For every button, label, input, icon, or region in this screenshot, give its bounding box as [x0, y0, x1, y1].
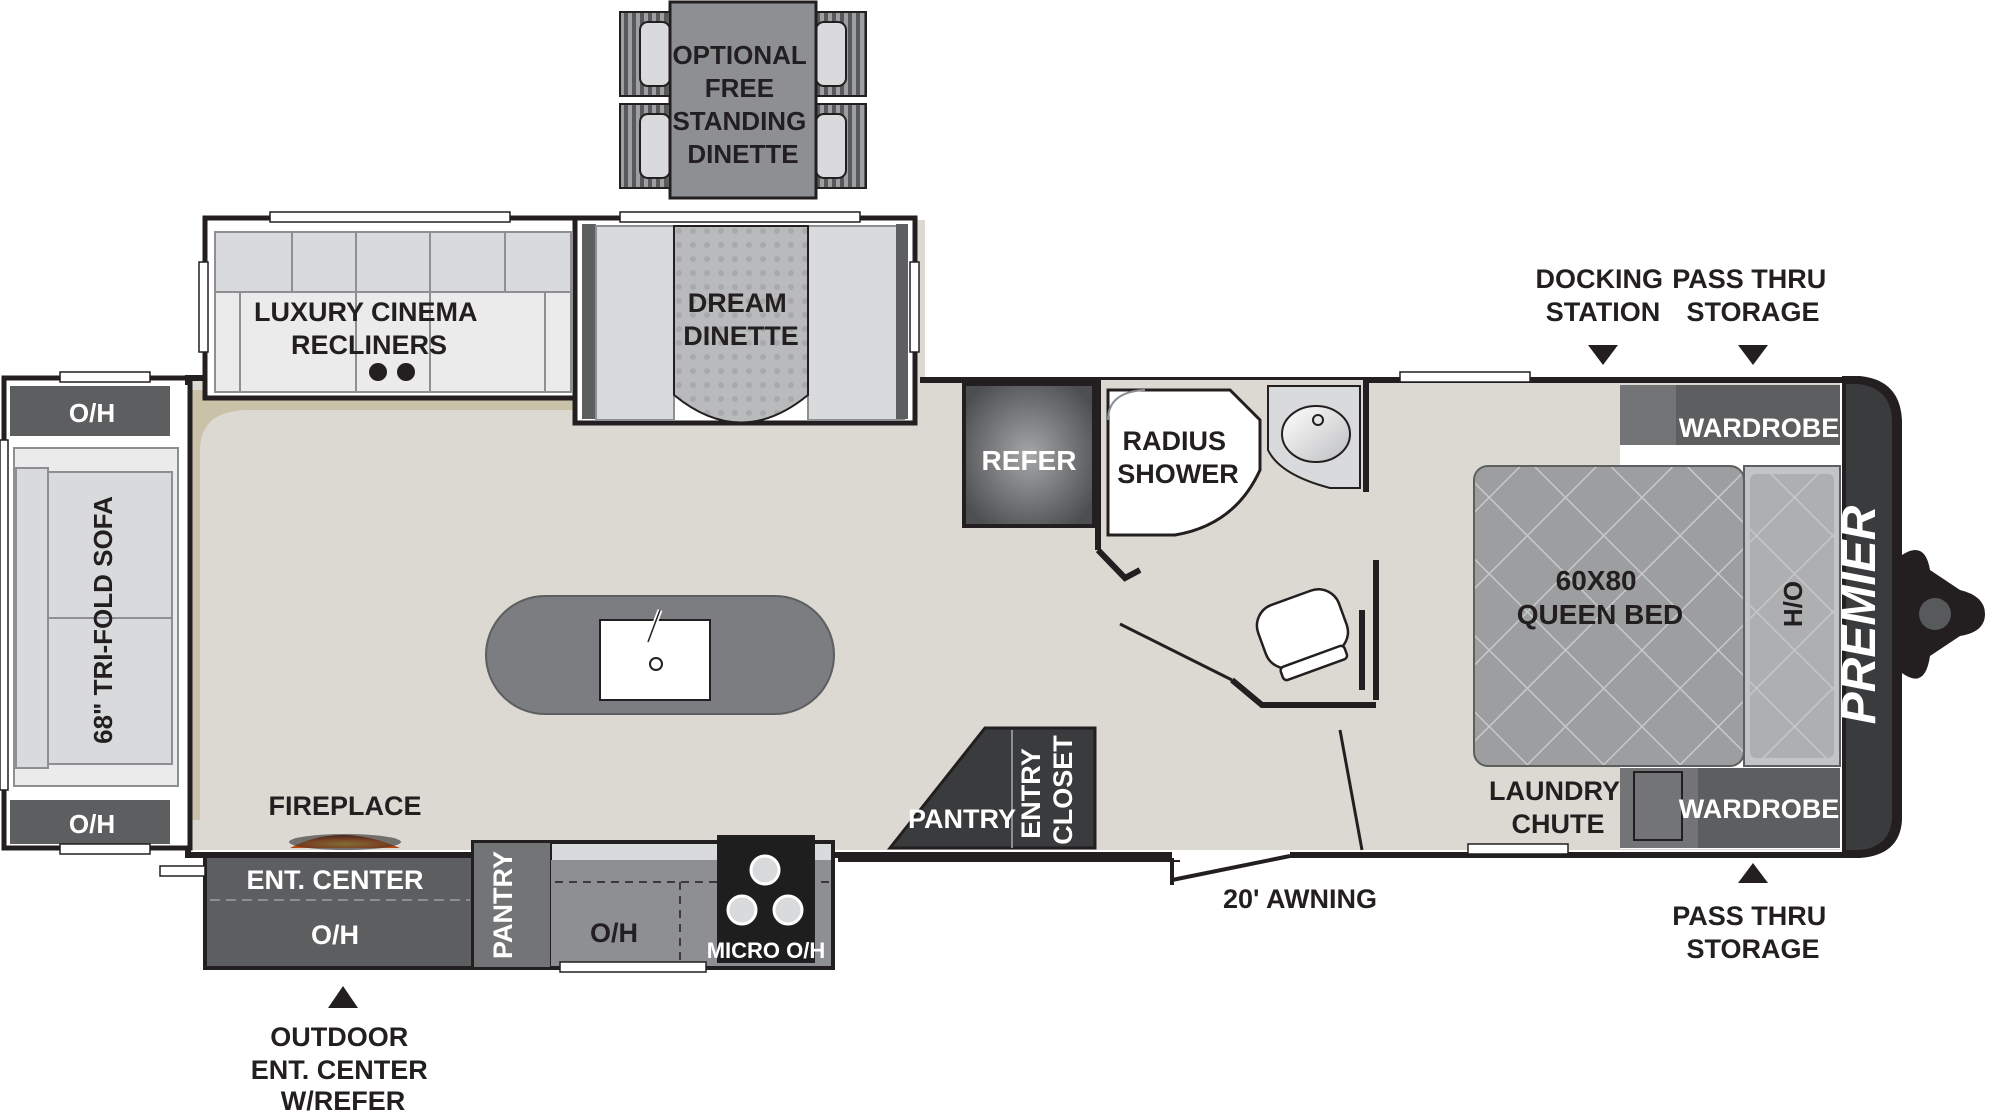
dinette-slide: DREAM DINETTE [572, 211, 920, 426]
svg-text:RADIUS SHOWER: RADIUS SHOWER [1117, 426, 1239, 489]
entry-closet-label-2: CLOSET [1048, 735, 1078, 845]
burner-icon [726, 894, 758, 926]
kitchen-sink [599, 619, 711, 701]
arrow-up-icon [328, 986, 358, 1008]
optional-dinette-label-4: DINETTE [687, 139, 798, 169]
arrow-down-icon [1738, 345, 1768, 365]
brand-logo: PREMIER [1833, 505, 1886, 724]
arrow-up-icon [1738, 863, 1768, 883]
cupholder-icon [397, 363, 415, 381]
wardrobe-top-label: WARDROBE [1679, 413, 1840, 443]
ent-center-area: FIREPLACE ENT. CENTER O/H [159, 791, 475, 970]
docking-label-2: STATION [1546, 297, 1661, 327]
dinette-table [673, 225, 809, 424]
svg-text:PASS THRU STORAGE: PASS THRU STORAGE [1672, 264, 1834, 327]
entry-closet-label-1: ENTRY [1016, 748, 1046, 838]
arrow-down-icon [1588, 345, 1618, 365]
sofa-area: O/H O/H 68" TRI-FOLD SOFA [0, 371, 193, 855]
toilet-icon [1255, 588, 1350, 682]
svg-text:DREAM DINETTE: DREAM DINETTE [683, 288, 799, 351]
recliners-label-1: LUXURY CINEMA [254, 297, 477, 327]
pass-thru-bottom-label-2: STORAGE [1686, 934, 1819, 964]
optional-dinette-label-1: OPTIONAL [672, 40, 806, 70]
micro-oh-label: MICRO O/H [707, 938, 826, 963]
shower-label-2: SHOWER [1117, 459, 1239, 489]
fireplace-label: FIREPLACE [268, 791, 421, 821]
recliners-label-2: RECLINERS [291, 330, 447, 360]
svg-text:LAUNDRY CHUTE: LAUNDRY CHUTE [1489, 776, 1627, 839]
oh-cabinet-top [10, 386, 170, 436]
svg-text:PASS THRU STORAGE: PASS THRU STORAGE [1672, 901, 1834, 964]
bed-label-1: 60X80 [1556, 565, 1637, 596]
oh-bottom-left-label: O/H [69, 809, 115, 839]
oh-top-left-label: O/H [69, 398, 115, 428]
ent-center-cabinet [203, 854, 475, 970]
optional-dinette: OPTIONAL FREE STANDING DINETTE [619, 0, 867, 200]
entry-door: 20' AWNING [1170, 852, 1377, 914]
optional-dinette-table [668, 0, 818, 200]
bathroom: RADIUS SHOWER [1095, 380, 1379, 851]
bath-sink [1281, 405, 1351, 463]
dream-dinette-label-2: DINETTE [683, 321, 799, 351]
svg-text:60X80 QUEEN BED: 60X80 QUEEN BED [1517, 565, 1683, 630]
cupholder-icon [369, 363, 387, 381]
docking-label-1: DOCKING [1535, 264, 1663, 294]
laundry-label-2: CHUTE [1512, 809, 1605, 839]
dream-dinette-label-1: DREAM [688, 288, 787, 318]
svg-text:DOCKING STATION: DOCKING STATION [1535, 264, 1670, 327]
wardrobe-bottom-label: WARDROBE [1679, 794, 1840, 824]
svg-text:OPTIONAL FREE STAN: OPTIONAL FREE STANDING DINETTE [672, 40, 813, 169]
laundry-label-1: LAUNDRY [1489, 776, 1620, 806]
pantry-closet-label: PANTRY [908, 804, 1016, 834]
ent-center-oh-label: O/H [311, 920, 359, 950]
outdoor-ent-label-3: W/REFER [281, 1086, 406, 1113]
sofa-label: 68" TRI-FOLD SOFA [88, 496, 118, 744]
burner-icon [749, 854, 781, 886]
oh-cabinet-bottom [10, 800, 170, 844]
bed-label-2: QUEEN BED [1517, 599, 1683, 630]
recliner-slide: LUXURY CINEMA RECLINERS [198, 211, 578, 401]
bedroom: WARDROBE WARDROBE 60X80 QUEEN BED H/O LA… [1399, 371, 1841, 855]
shower-label-1: RADIUS [1122, 426, 1226, 456]
optional-dinette-label-2: FREE [705, 73, 774, 103]
pantry-kitchen-label: PANTRY [488, 851, 518, 959]
svg-text:LUXURY CINEMA RECLINERS: LUXURY CINEMA RECLINERS [254, 297, 484, 360]
kitchen-slide: PANTRY O/H MICRO O/H [471, 835, 1180, 973]
entry-closet: PANTRY ENTRY CLOSET [886, 726, 1097, 850]
drain-icon [649, 657, 663, 671]
outdoor-ent-label-1: OUTDOOR [270, 1022, 408, 1052]
front-cap: PREMIER [1833, 376, 1985, 858]
ho-label: H/O [1778, 581, 1808, 627]
kitchen-island [485, 595, 835, 715]
svg-text:ENTRY CLOSET: ENTRY CLOSET [1016, 735, 1078, 845]
burner-icon [772, 894, 804, 926]
pass-thru-top-label-1: PASS THRU [1672, 264, 1826, 294]
outdoor-ent-label-2: ENT. CENTER [251, 1055, 428, 1085]
pass-thru-bottom-label-1: PASS THRU [1672, 901, 1826, 931]
ent-center-label: ENT. CENTER [246, 865, 423, 895]
refer-label: REFER [982, 445, 1077, 476]
radius-shower [1106, 388, 1262, 537]
laundry-chute-hatch [1633, 771, 1683, 841]
svg-text:OUTDOOR ENT. CENTER: OUTDOOR ENT. CENTER W/REFER [251, 1022, 436, 1113]
awning-label: 20' AWNING [1223, 884, 1377, 914]
refer: REFER [962, 382, 1096, 528]
optional-dinette-label-3: STANDING [672, 106, 806, 136]
callouts: DOCKING STATION PASS THRU STORAGE PASS T… [251, 264, 1834, 1113]
kitchen-oh-label: O/H [590, 918, 638, 948]
pass-thru-top-label-2: STORAGE [1686, 297, 1819, 327]
